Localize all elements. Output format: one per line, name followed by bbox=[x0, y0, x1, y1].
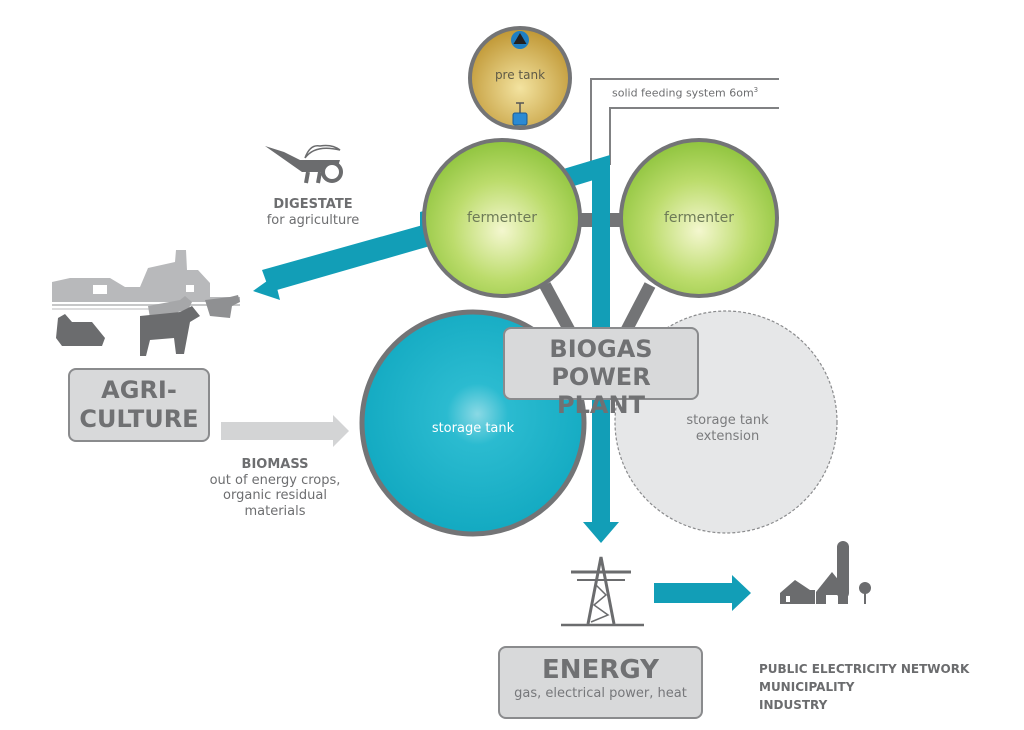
consumers-list: PUBLIC ELECTRICITY NETWORK MUNICIPALITY … bbox=[759, 660, 999, 714]
biogas-plant-box: BIOGAS POWER PLANT bbox=[503, 327, 699, 419]
fermenter-1 bbox=[422, 138, 582, 298]
biomass-line-3: materials bbox=[244, 503, 306, 519]
biomass-title: BIOMASS bbox=[241, 457, 309, 472]
valve-icon bbox=[512, 102, 528, 126]
biogas-plant-line2: POWER PLANT bbox=[551, 363, 651, 419]
consumer-public-network: PUBLIC ELECTRICITY NETWORK bbox=[759, 662, 970, 676]
feeding-system-frame bbox=[590, 78, 779, 165]
energy-output-arrow bbox=[654, 575, 751, 611]
digestate-subtitle: for agriculture bbox=[266, 212, 360, 228]
consumer-industry: INDUSTRY bbox=[759, 698, 828, 712]
biomass-label: BIOMASS out of energy crops, organic res… bbox=[175, 457, 375, 519]
storage-extension-line1: storage tank bbox=[686, 413, 769, 428]
energy-title: ENERGY bbox=[542, 655, 659, 685]
energy-box: ENERGY gas, electrical power, heat bbox=[498, 646, 703, 719]
biomass-line-1: out of energy crops, bbox=[209, 472, 341, 488]
biomass-arrow bbox=[221, 415, 349, 447]
power-pylon-icon bbox=[561, 556, 644, 627]
fermenter-2-label: fermenter bbox=[663, 210, 735, 226]
warning-triangle-icon bbox=[511, 31, 529, 49]
storage-extension-line2: extension bbox=[695, 428, 760, 444]
agriculture-line2: CULTURE bbox=[79, 405, 199, 433]
storage-tank-label: storage tank bbox=[431, 421, 515, 436]
agriculture-line1: AGRI- bbox=[101, 376, 177, 404]
feeding-system-text: solid feeding system 6om bbox=[612, 86, 754, 100]
biomass-line-2: organic residual bbox=[223, 488, 327, 504]
energy-subtitle: gas, electrical power, heat bbox=[514, 686, 687, 701]
farm-with-cows-icon bbox=[52, 250, 240, 356]
digestate-title: DIGESTATE bbox=[273, 197, 353, 212]
fermenter-2 bbox=[619, 138, 779, 298]
storage-extension-label: storage tank extension bbox=[660, 413, 795, 444]
digestate-label: DIGESTATE for agriculture bbox=[248, 197, 378, 228]
consumer-municipality: MUNICIPALITY bbox=[759, 680, 855, 694]
fermenter-1-label: fermenter bbox=[466, 210, 538, 226]
wheelbarrow-icon bbox=[265, 144, 343, 184]
town-buildings-icon bbox=[780, 541, 871, 604]
biogas-plant-line1: BIOGAS bbox=[549, 335, 653, 363]
feeding-system-superscript: 3 bbox=[753, 86, 759, 94]
feeding-system-label: solid feeding system 6om3 bbox=[612, 86, 782, 100]
pre-tank bbox=[468, 26, 572, 130]
agriculture-box: AGRI- CULTURE bbox=[68, 368, 210, 442]
pre-tank-label: pre tank bbox=[494, 68, 546, 82]
